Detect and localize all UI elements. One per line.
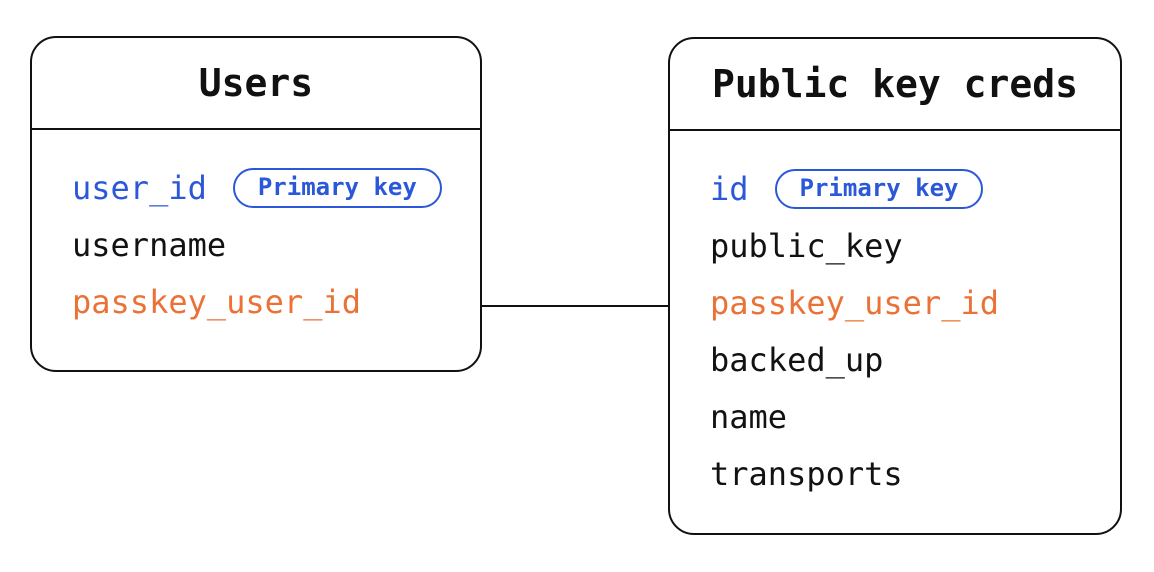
table-users-title: Users [32, 38, 480, 130]
primary-key-badge: Primary key [774, 168, 984, 209]
relationship-line [482, 305, 668, 307]
field-name: public_key [710, 226, 903, 265]
field-name: passkey_user_id [710, 283, 999, 322]
field-name: passkey_user_id [72, 282, 361, 321]
field-row-username: username [72, 216, 444, 273]
table-public-key-creds: Public key creds id Primary key public_key… [668, 37, 1122, 535]
table-public-key-creds-title: Public key creds [670, 39, 1120, 131]
field-name: backed_up [710, 340, 884, 379]
field-name: username [72, 225, 227, 264]
field-name: transports [710, 454, 903, 493]
field-row-name: name [710, 388, 1084, 445]
field-name: id [710, 169, 749, 208]
primary-key-badge: Primary key [232, 167, 442, 208]
field-row-user_id: user_id Primary key [72, 159, 444, 216]
field-row-id: id Primary key [710, 160, 1084, 217]
field-name: name [710, 397, 788, 436]
field-name: user_id [72, 168, 207, 207]
field-row-transports: transports [710, 445, 1084, 502]
field-row-passkey_user_id: passkey_user_id [710, 274, 1084, 331]
field-row-public_key: public_key [710, 217, 1084, 274]
field-row-backed_up: backed_up [710, 331, 1084, 388]
field-row-passkey_user_id: passkey_user_id [72, 273, 444, 330]
